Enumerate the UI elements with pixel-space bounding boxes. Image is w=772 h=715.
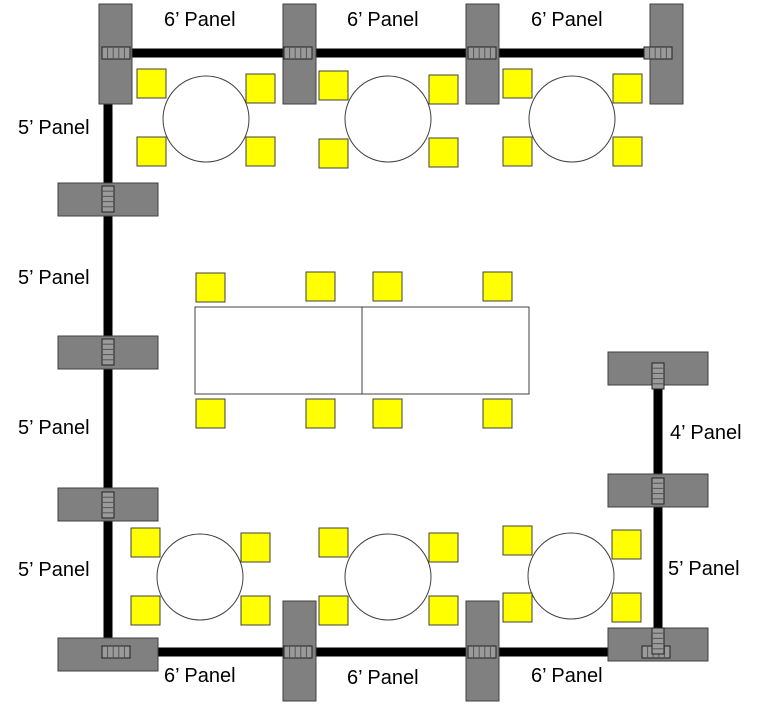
chair (502, 592, 533, 623)
round-table-top-1 (162, 75, 250, 163)
chair (318, 138, 349, 169)
rect-table-left (194, 306, 363, 395)
chair (611, 529, 642, 560)
chair (245, 136, 276, 167)
clamp-icon (643, 46, 673, 60)
label-left-2: 5’ Panel (18, 267, 90, 289)
label-top-3: 6’ Panel (531, 9, 603, 31)
rect-tables (194, 306, 530, 395)
chair (136, 68, 167, 99)
label-top-2: 6’ Panel (347, 9, 419, 31)
label-left-1: 5’ Panel (18, 117, 90, 139)
chair (318, 527, 349, 558)
chair (482, 271, 513, 302)
chair (611, 592, 642, 623)
rect-table-right (361, 306, 530, 395)
chair (502, 136, 533, 167)
chair (612, 73, 643, 104)
chair (502, 68, 533, 99)
round-table-bottom-2 (344, 533, 432, 621)
round-table-top-3 (528, 75, 616, 163)
label-top-1: 6’ Panel (164, 9, 236, 31)
round-table-top-2 (344, 75, 432, 163)
chair (240, 532, 271, 563)
chair (428, 74, 459, 105)
clamp-icon (467, 645, 497, 659)
clamp-icon (101, 185, 115, 213)
clamp-icon (283, 46, 313, 60)
clamp-icon (101, 338, 115, 366)
clamp-icon (651, 362, 665, 390)
chair (305, 271, 336, 302)
chair (502, 525, 533, 556)
clamp-icon (283, 645, 313, 659)
chair (136, 136, 167, 167)
chair (195, 398, 226, 429)
clamp-icon (651, 627, 665, 655)
label-left-4: 5’ Panel (18, 559, 90, 581)
chair (130, 527, 161, 558)
clamp-icon (101, 491, 115, 519)
round-tables (156, 75, 616, 621)
round-table-bottom-3 (527, 532, 615, 620)
label-right-2: 5’ Panel (668, 558, 740, 580)
chair (318, 70, 349, 101)
chair (372, 398, 403, 429)
panel-clamps (101, 46, 673, 659)
chair (245, 73, 276, 104)
label-bottom-1: 6’ Panel (164, 665, 236, 687)
label-bottom-2: 6’ Panel (347, 667, 419, 689)
clamp-icon (467, 46, 497, 60)
chair (305, 398, 336, 429)
chairs (130, 68, 643, 626)
chair (428, 595, 459, 626)
clamp-icon (101, 46, 131, 60)
label-left-3: 5’ Panel (18, 417, 90, 439)
chair (428, 137, 459, 168)
chair (240, 595, 271, 626)
chair (372, 271, 403, 302)
chair (612, 136, 643, 167)
clamp-icon (651, 477, 665, 505)
chair (428, 532, 459, 563)
clamp-icon (101, 645, 131, 659)
chair (318, 595, 349, 626)
label-right-1: 4’ Panel (670, 422, 742, 444)
round-table-bottom-1 (156, 533, 244, 621)
panel-labels: 6’ Panel 6’ Panel 6’ Panel 5’ Panel 5’ P… (18, 9, 742, 689)
chair (130, 595, 161, 626)
label-bottom-3: 6’ Panel (531, 665, 603, 687)
chair (482, 398, 513, 429)
chair (195, 272, 226, 303)
